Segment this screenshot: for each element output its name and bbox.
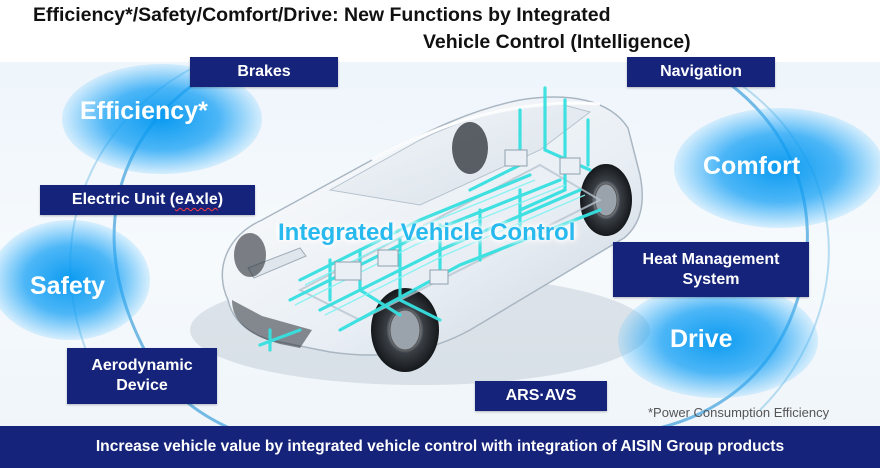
brakes-label: Brakes <box>237 63 291 80</box>
comfort-glow <box>674 108 880 228</box>
component-blocks <box>334 149 581 285</box>
title-line-1: Efficiency*/Safety/Comfort/Drive: New Fu… <box>33 4 611 26</box>
ars-avs-label: ARS·AVS <box>505 387 577 404</box>
integrated-vehicle-control-label: Integrated Vehicle Control <box>278 219 576 246</box>
eaxle-text: eAxle <box>175 191 218 208</box>
category-efficiency: Efficiency* <box>80 97 208 125</box>
page-title: Efficiency*/Safety/Comfort/Drive: New Fu… <box>0 0 880 62</box>
safety-glow <box>0 220 150 340</box>
footnote: *Power Consumption Efficiency <box>648 405 830 420</box>
component-brakes: Brakes <box>190 57 338 87</box>
car-body <box>221 96 643 356</box>
navigation-label: Navigation <box>660 63 742 80</box>
heat-management-label: Heat Management System <box>642 250 780 288</box>
footer-banner: Increase vehicle value by integrated veh… <box>0 426 880 468</box>
aerodynamic-device-label: Aerodynamic Device <box>91 357 193 394</box>
component-ars-avs: ARS·AVS <box>475 381 607 411</box>
title-line-2: Vehicle Control (Intelligence) <box>423 31 691 53</box>
component-aerodynamic-device: Aerodynamic Device <box>67 348 217 404</box>
wheel-rear-left <box>452 122 488 174</box>
drive-glow <box>618 283 818 398</box>
wheel-front-right <box>234 233 266 277</box>
component-heat-management: Heat Management System <box>613 242 809 297</box>
car-front <box>232 300 312 348</box>
category-drive: Drive <box>670 325 733 353</box>
category-comfort: Comfort <box>703 152 801 180</box>
electric-unit-label: Electric Unit (eAxle) <box>71 191 224 208</box>
footer-text: Increase vehicle value by integrated veh… <box>95 438 785 455</box>
category-safety: Safety <box>30 272 106 300</box>
component-navigation: Navigation <box>627 57 775 87</box>
component-electric-unit: Electric Unit (eAxle) <box>40 185 255 215</box>
